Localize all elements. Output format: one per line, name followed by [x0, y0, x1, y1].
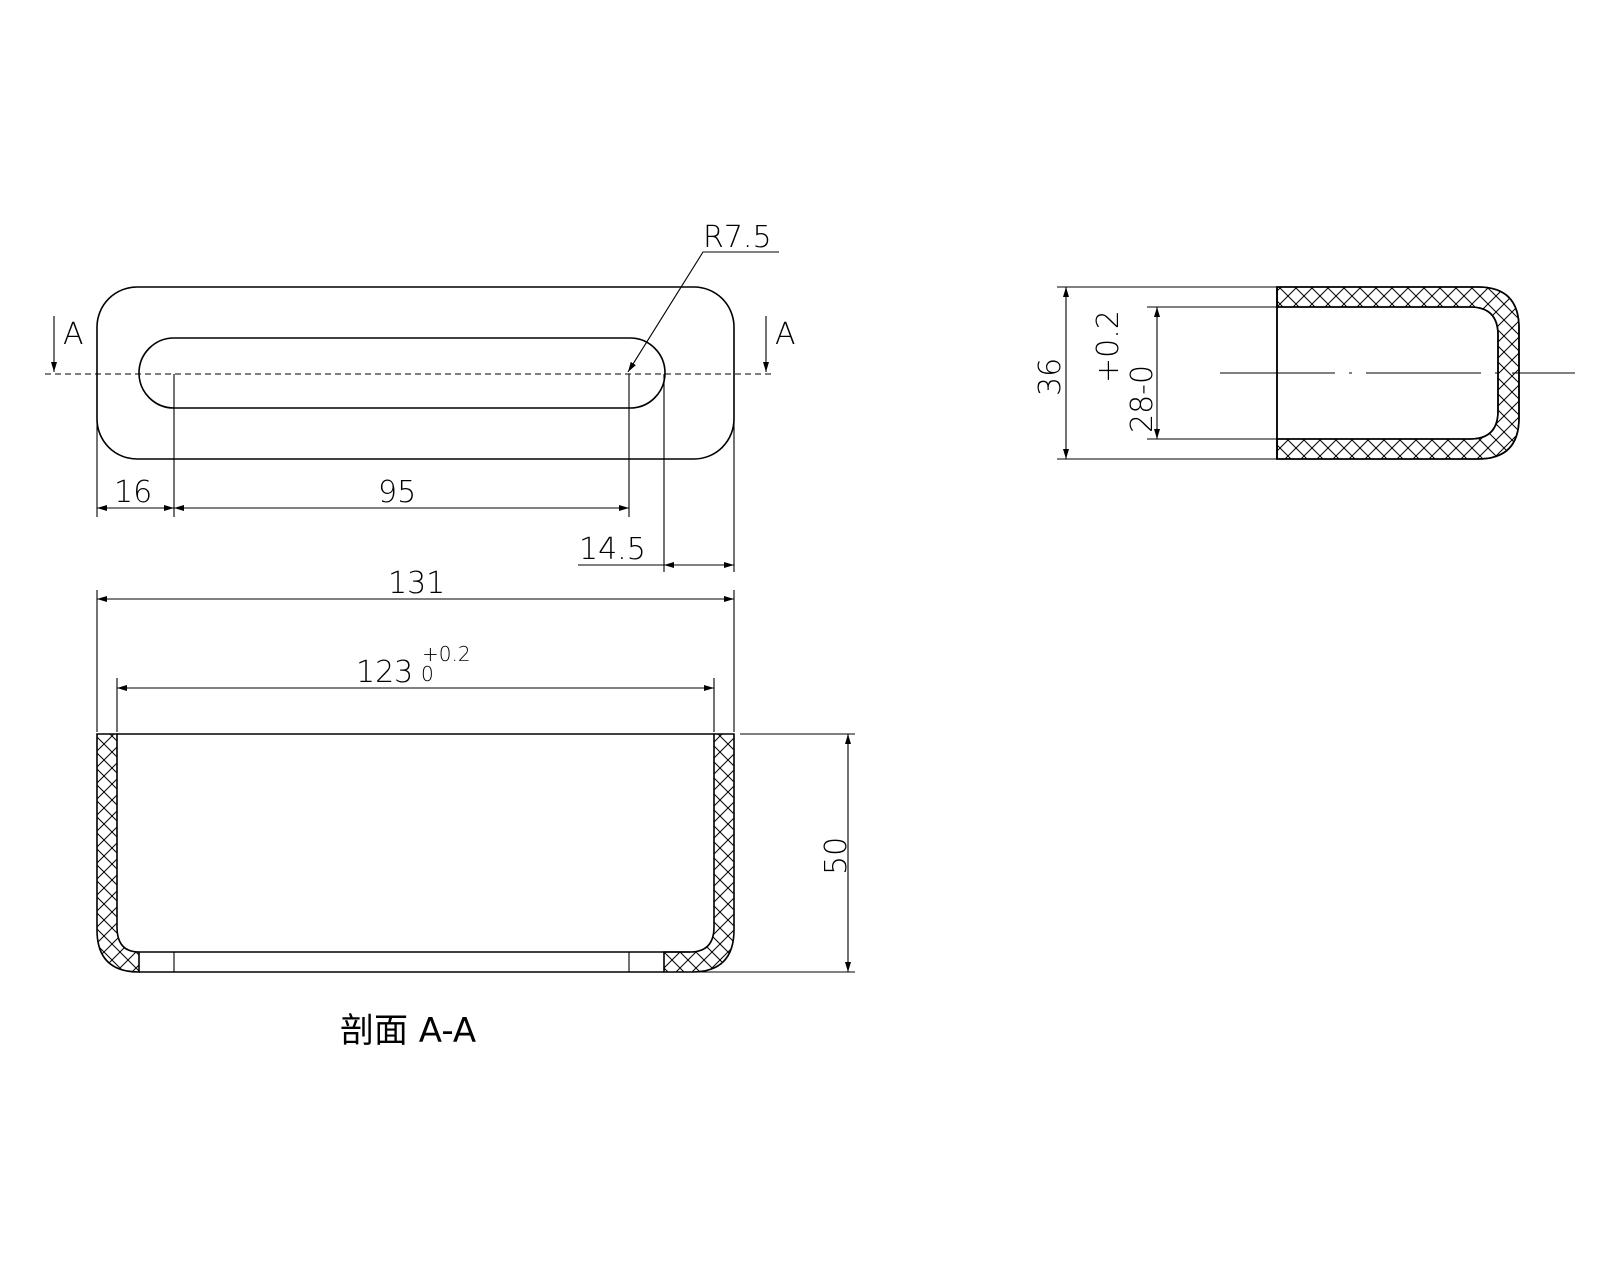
section-mark-right: A	[775, 317, 796, 352]
top-view: A A R7.5 16 95 14.5	[45, 220, 796, 572]
dim-tol-123-upper: +0.2	[422, 642, 471, 666]
dim-text-50: 50	[819, 837, 854, 875]
dim-text-123: 123	[356, 655, 413, 690]
radius-label: R7.5	[703, 220, 772, 255]
top-view-outline	[96, 286, 735, 460]
dim-text-28: 28-0	[1125, 365, 1160, 433]
top-view-slot	[138, 337, 666, 409]
side-view: 36 28-0 +0.2	[1033, 286, 1575, 460]
dim-text-16: 16	[114, 475, 152, 510]
dim-tol-28: +0.2	[1091, 310, 1126, 383]
section-wall-left	[96, 733, 140, 973]
dim-text-131: 131	[388, 566, 445, 601]
section-view: 131 123 +0.2 0 50 剖面 A-A	[96, 566, 855, 1051]
dim-text-36: 36	[1033, 358, 1068, 396]
section-mark-left: A	[63, 317, 84, 352]
dim-tol-123-lower: 0	[421, 662, 434, 686]
dim-text-14-5: 14.5	[579, 532, 646, 567]
dim-text-95: 95	[378, 475, 416, 510]
section-caption: 剖面 A-A	[340, 1011, 476, 1051]
section-wall-right	[663, 733, 735, 973]
radius-leader	[627, 251, 779, 373]
